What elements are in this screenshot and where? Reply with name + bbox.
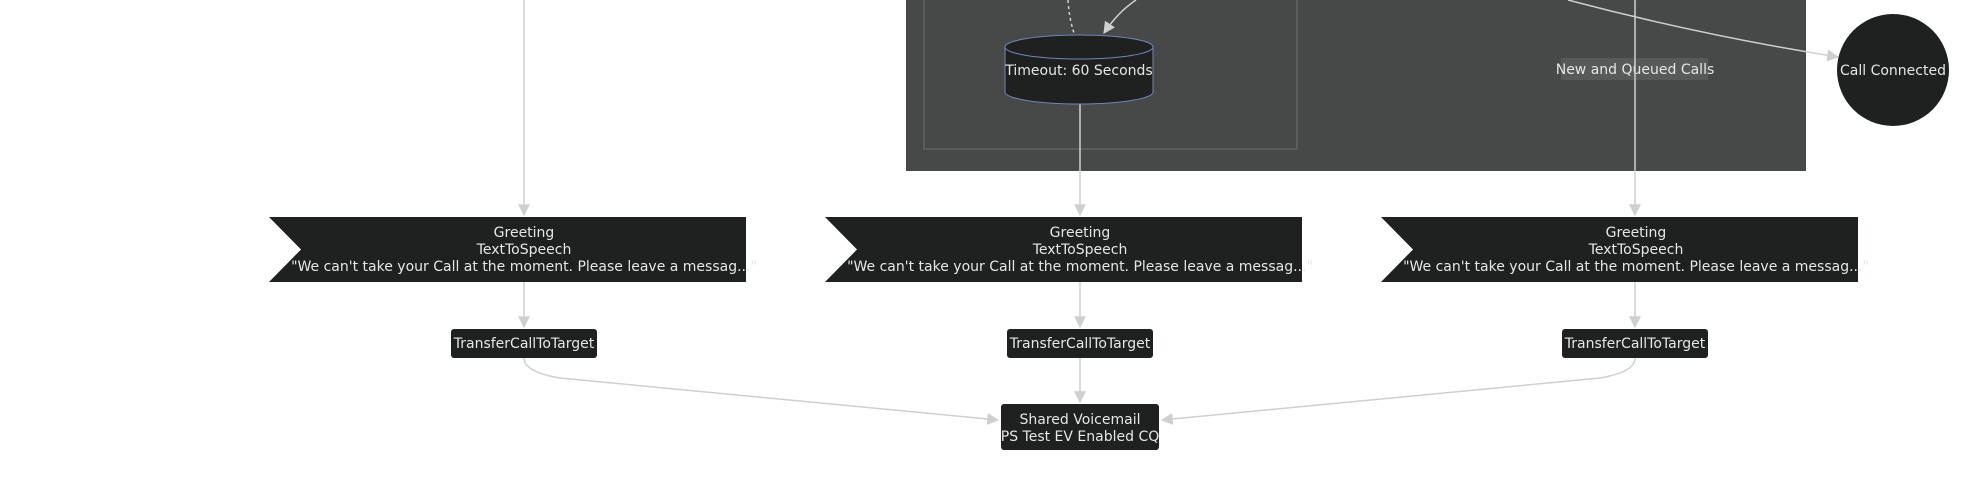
greeting-2-line1: Greeting (1050, 225, 1111, 241)
transfer-node-1[interactable]: TransferCallToTarget (451, 329, 597, 358)
greeting-2-line3: "We can't take your Call at the moment. … (847, 259, 1313, 275)
greeting-1-line2: TextToSpeech (476, 242, 572, 258)
edge-curve-to-timeout (1103, 0, 1137, 34)
transfer-3-label: TransferCallToTarget (1564, 336, 1706, 352)
edge-transfer-3-to-voicemail (1160, 357, 1636, 425)
voicemail-line2: PS Test EV Enabled CQ (1001, 429, 1160, 445)
transfer-1-label: TransferCallToTarget (453, 336, 595, 352)
call-connected-node[interactable]: Call Connected (1837, 14, 1949, 126)
greeting-3-line2: TextToSpeech (1588, 242, 1684, 258)
greeting-2-line2: TextToSpeech (1032, 242, 1128, 258)
shared-voicemail-node[interactable]: Shared Voicemail PS Test EV Enabled CQ (1001, 404, 1160, 450)
greeting-3-line3: "We can't take your Call at the moment. … (1403, 259, 1869, 275)
greeting-node-2[interactable]: Greeting TextToSpeech "We can't take you… (825, 217, 1313, 282)
greeting-3-line1: Greeting (1606, 225, 1667, 241)
call-connected-label: Call Connected (1840, 63, 1946, 79)
greeting-node-3[interactable]: Greeting TextToSpeech "We can't take you… (1381, 217, 1869, 282)
edge-to-call-connected (1567, 0, 1840, 62)
timeout-node[interactable]: Timeout: 60 Seconds (1004, 34, 1154, 105)
voicemail-line1: Shared Voicemail (1020, 412, 1141, 428)
transfer-node-3[interactable]: TransferCallToTarget (1562, 329, 1708, 358)
greeting-node-1[interactable]: Greeting TextToSpeech "We can't take you… (269, 217, 757, 282)
edge-transfer-1-to-voicemail (523, 357, 1000, 425)
timeout-label: Timeout: 60 Seconds (1004, 63, 1152, 79)
transfer-2-label: TransferCallToTarget (1009, 336, 1151, 352)
edge-dotted-to-timeout (1067, 0, 1075, 34)
inner-cluster (923, 0, 1298, 150)
transfer-node-2[interactable]: TransferCallToTarget (1007, 329, 1153, 358)
greeting-1-line3: "We can't take your Call at the moment. … (291, 259, 757, 275)
greeting-1-line1: Greeting (494, 225, 555, 241)
